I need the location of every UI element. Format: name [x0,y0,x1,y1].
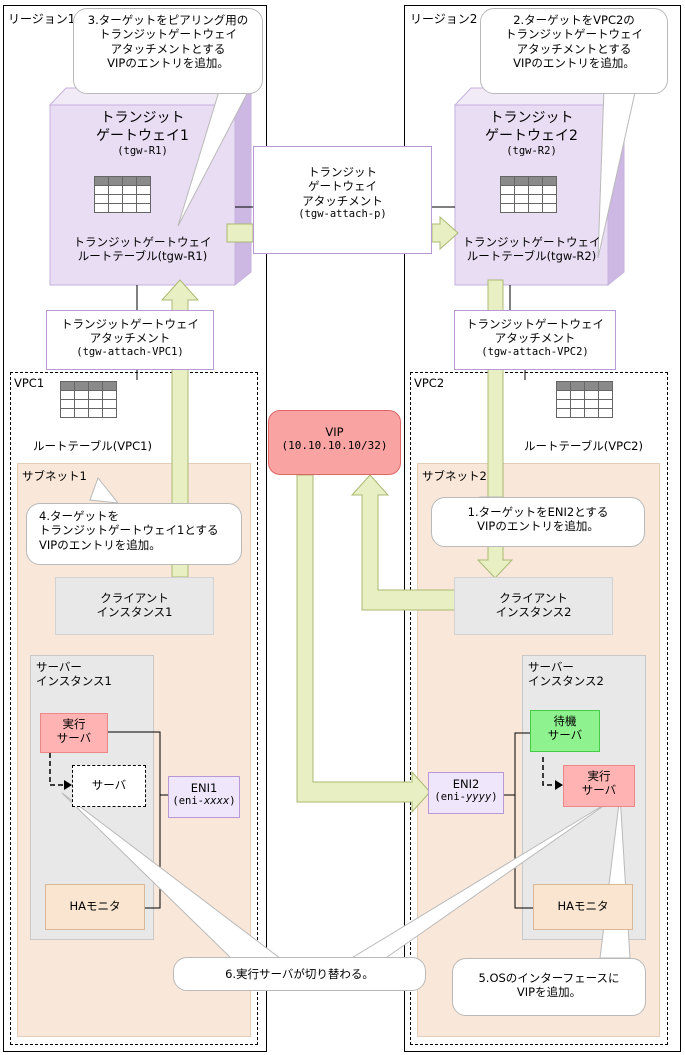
tgw-2-name: トランジット ゲートウェイ2 (tgw-R2) [485,110,578,157]
vpc-2 [410,372,668,1045]
vpc-1-route-table-icon [60,381,117,418]
arrow-vip-to-eni2 [296,474,431,814]
vpc2-attachment: トランジットゲートウェイ アタッチメント (tgw-attach-VPC2) [454,310,616,370]
ha-monitor-1: HAモニタ [45,884,145,930]
vpc-1-route-table-label: ルートテーブル(VPC1) [33,439,152,453]
region-2-label: リージョン2 [410,12,478,26]
vpc-1 [10,372,258,1045]
failover-arrow-1 [49,753,64,786]
vip-box: VIP (10.10.10.10/32) [268,410,401,475]
ha-monitor-2: HAモニタ [533,884,633,930]
arrow-peer-to-tgw2 [431,215,459,251]
note-4-tail [89,476,120,504]
link-active1-eni1 [108,731,168,796]
note-4: 4.ターゲットを トランジットゲートウェイ1とする VIPのエントリを追加。 [26,503,242,565]
tgw-1-name: トランジット ゲートウェイ1 (tgw-R1) [96,110,189,157]
link-eni2-standby2 [504,732,530,796]
tgw-1-route-table-icon [94,176,151,213]
client-instance-2: クライアント インスタンス2 [454,577,613,635]
client-instance-1: クライアント インスタンス1 [55,577,214,635]
note-6-tail [61,792,287,963]
link-eni2-ha2 [514,795,533,909]
note-5-tail [599,794,631,959]
subnet-2-label: サブネット2 [422,469,487,483]
tgw-2-route-table-label: トランジットゲートウェイ ルートテーブル(tgw-R2) [462,235,601,264]
subnet-1-label: サブネット1 [22,469,87,483]
arrow-client2-to-vip [350,474,456,611]
region-1-label: リージョン1 [8,12,76,26]
eni-1: ENI1 (eni-xxxx) [168,776,240,818]
link-ha1-eni1 [145,795,161,909]
vpc1-attachment: トランジットゲートウェイ アタッチメント (tgw-attach-VPC1) [46,310,214,370]
failover-arrow-2 [542,757,555,786]
note-6-tail-2 [343,799,613,963]
standby-server-2: 待機 サーバ [530,710,600,752]
tgw-2-route-table-icon [500,176,557,213]
server-instance-1-label: サーバー インスタンス1 [36,660,112,689]
eni-2: ENI2 (eni-yyyy) [428,772,504,814]
note-2: 2.ターゲットをVPC2の トランジットゲートウェイ アタッチメントとする VI… [480,8,668,94]
vpc-2-route-table-label: ルートテーブル(VPC2) [524,439,643,453]
region-1 [3,5,267,1052]
standby-server-1: サーバ [72,765,146,807]
region-2 [404,5,681,1052]
vpc-1-label: VPC1 [14,376,45,390]
vpc-2-route-table-icon [556,381,613,418]
active-server-2: 実行 サーバ [563,765,635,807]
note-3: 3.ターゲットをピアリング用の トランジットゲートウェイ アタッチメントとする … [73,8,263,94]
active-server-1: 実行 サーバ [40,713,108,753]
server-instance-2-label: サーバー インスタンス2 [528,660,604,689]
peering-attachment: トランジット ゲートウェイ アタッチメント (tgw-attach-p) [253,146,432,254]
tgw-1-side-face [234,86,252,287]
tgw-1-route-table-label: トランジットゲートウェイ ルートテーブル(tgw-R1) [73,235,212,264]
vpc-2-label: VPC2 [414,376,445,390]
note-6: 6.実行サーバが切り替わる。 [173,957,426,991]
note-5: 5.OSのインターフェースに VIPを追加。 [452,958,646,1016]
note-1: 1.ターゲットをENI2とする VIPのエントリを追加。 [431,497,645,547]
